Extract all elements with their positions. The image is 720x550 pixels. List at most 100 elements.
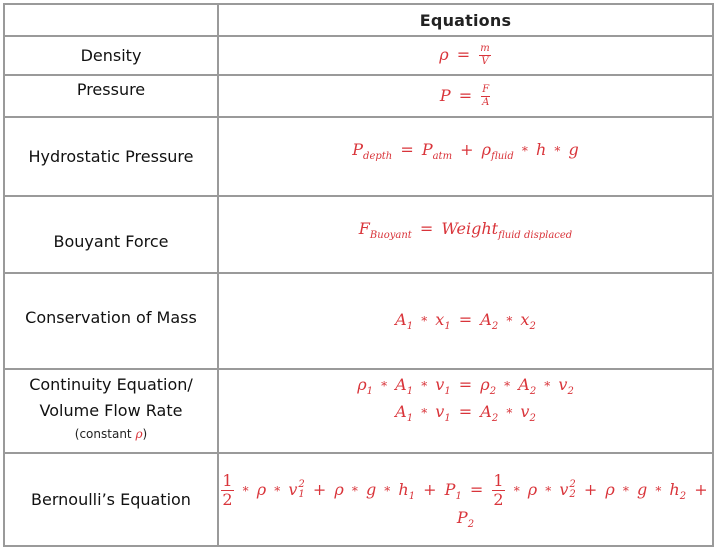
equals-sign: = [419,219,434,238]
multiply-sign: * [655,483,662,498]
equals-sign: = [458,402,473,421]
symbol: ρ [481,140,492,159]
note-text: (constant [74,427,136,441]
fraction-numerator: 1 [492,470,505,491]
symbol: Weight [441,219,499,238]
continuity-equation-mass-flow: ρ1 * A1 * v1 = ρ2 * A2 * v2 [219,372,712,399]
physics-equations-table: Equations Density ρ = m V Pressure P = F… [3,3,714,547]
symbol: A [395,310,407,329]
continuity-equations: ρ1 * A1 * v1 = ρ2 * A2 * v2 A1 * v1 = A2… [217,368,714,454]
equals-sign: = [469,479,484,499]
symbol: h [669,479,680,499]
symbol: P [456,507,468,527]
density-equation: ρ = m V [217,35,714,76]
plus-sign: + [460,140,474,159]
subscript: 2 [529,321,536,333]
subscript: 2 [567,386,574,398]
symbol: A [480,402,492,421]
subscript: fluid displaced [498,230,573,242]
table-row-conservation-of-mass: Conservation of Mass A1 * x1 = A2 * x2 [3,272,714,370]
multiply-sign: * [274,483,281,498]
subscript: fluid [491,151,514,163]
symbol: v [520,402,530,421]
symbol: F [358,219,370,238]
symbol: g [568,140,579,159]
symbol: P [421,140,433,159]
equals-sign: = [458,85,473,105]
row-label: Bouyant Force [3,195,219,274]
symbol: x [435,310,445,329]
plus-sign: + [583,479,598,499]
pressure-symbol: P [439,85,451,105]
fraction-denominator: V [481,56,489,67]
table-row-hydrostatic-pressure: Hydrostatic Pressure Pdepth = Patm + ρfl… [3,116,714,197]
plus-sign: + [312,479,327,499]
row-label: Conservation of Mass [3,272,219,370]
table-header-row: Equations [3,3,714,37]
subscript: 2 [679,490,687,502]
row-label-text: Conservation of Mass [25,308,197,327]
continuity-equation-volume-flow: A1 * v1 = A2 * v2 [219,399,712,426]
subscript: 2 [489,386,497,398]
row-label-text: Pressure [76,80,146,99]
subscript: 1 [455,490,462,502]
multiply-sign: * [351,483,358,498]
symbol: g [365,479,377,499]
symbol: A [480,310,492,329]
row-label-note: (constant ρ) [5,420,217,448]
subscript: 1 [366,386,373,398]
table-row-bouyant-force: Bouyant Force FBuoyant = Weightfluid dis… [3,195,714,274]
plus-sign: + [423,479,437,499]
symbol: ρ [256,479,267,499]
pressure-equation: P = F A [217,74,714,118]
subscript: 2 [569,489,576,500]
symbol: ρ [334,479,344,499]
table-row-pressure: Pressure P = F A [3,74,714,118]
fraction-one-half: 1 2 [221,470,234,508]
fraction-numerator: m [479,43,491,56]
rho-symbol: ρ [439,45,449,64]
symbol: P [352,140,364,159]
symbol: h [398,479,409,499]
symbol: ρ [357,375,367,394]
multiply-sign: * [545,483,552,498]
subscript: 1 [444,413,451,425]
fraction-numerator: 1 [221,470,234,491]
label-column-header [3,3,219,37]
symbol: P [444,479,456,499]
superscript: 2 [569,479,576,490]
subscript: 1 [408,490,416,502]
multiply-sign: * [381,379,388,393]
multiply-sign: * [506,406,513,420]
equals-sign: = [400,140,414,159]
plus-sign: + [694,479,708,499]
subscript: 2 [491,321,499,333]
subscript: 1 [406,413,414,425]
multiply-sign: * [421,379,428,393]
row-label-line2: Volume Flow Rate [39,401,183,420]
subscript: 2 [467,518,475,530]
row-label: Bernoulli’s Equation [3,452,219,547]
multiply-sign: * [384,483,391,498]
subscript: depth [363,151,393,163]
symbol: A [518,375,530,394]
multiply-sign: * [421,406,428,420]
symbol: v [559,479,569,499]
fraction-denominator: A [482,96,490,108]
symbol: v [288,479,298,499]
row-label-text: Bouyant Force [53,232,169,251]
fraction-one-half: 1 2 [492,470,505,508]
subscript: Buoyant [369,230,412,242]
table-row-continuity-equation: Continuity Equation/ Volume Flow Rate (c… [3,368,714,454]
symbol: A [395,375,407,394]
subscript: atm [432,151,453,163]
equals-sign: = [458,310,473,329]
symbol: ρ [527,479,538,499]
hydrostatic-pressure-equation: Pdepth = Patm + ρfluid * h * g [217,116,714,197]
equals-sign: = [458,375,473,394]
subscript: 2 [529,413,536,425]
